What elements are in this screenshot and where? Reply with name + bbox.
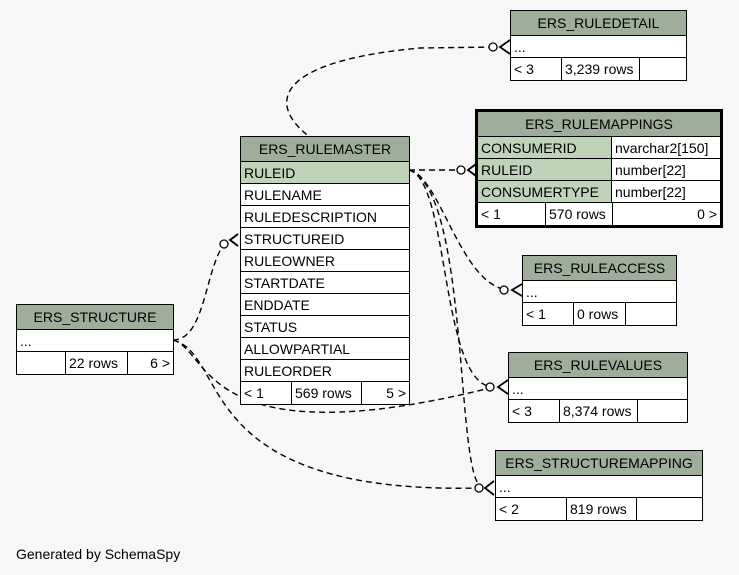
table-title: ERS_STRUCTURE — [17, 305, 173, 330]
parents-count: < 2 — [499, 501, 519, 517]
table-row: ... — [511, 36, 686, 58]
column-type: number[22] — [615, 162, 686, 178]
table-ers-ruledetail[interactable]: ERS_RULEDETAIL ... < 3 3,239 rows — [510, 10, 687, 81]
table-row: ALLOWPARTIAL — [241, 338, 409, 360]
table-footer: < 2 819 rows — [496, 498, 702, 520]
table-footer: < 1 569 rows 5 > — [241, 382, 409, 404]
table-title: ERS_RULEDETAIL — [511, 11, 686, 36]
children-count: 6 > — [127, 352, 173, 374]
column-name: CONSUMERTYPE — [478, 181, 612, 202]
row-count: 3,239 rows — [561, 58, 639, 80]
table-title: ERS_RULEACCESS — [523, 256, 676, 281]
table-footer: < 3 3,239 rows — [511, 58, 686, 80]
children-count — [625, 303, 676, 325]
generated-by-label: Generated by SchemaSpy — [16, 546, 181, 562]
column-name: CONSUMERID — [478, 137, 612, 158]
table-row: RULEID — [241, 162, 409, 184]
column-type: number[22] — [615, 184, 686, 200]
table-title: ERS_RULEVALUES — [509, 353, 687, 378]
table-title: ERS_RULEMAPPINGS — [478, 112, 720, 137]
table-footer: 22 rows 6 > — [17, 352, 173, 374]
table-row: STATUS — [241, 316, 409, 338]
table-row: ... — [496, 476, 702, 498]
rel-rulemaster-structuremapping — [408, 169, 483, 488]
table-row: RULENAME — [241, 184, 409, 206]
table-row: CONSUMERID nvarchar2[150] — [478, 137, 720, 159]
table-row: CONSUMERTYPE number[22] — [478, 181, 720, 203]
parents-count: < 3 — [512, 403, 532, 419]
rel-structure-rulemaster — [172, 243, 225, 341]
parents-count: < 3 — [514, 61, 534, 77]
children-count — [639, 58, 686, 80]
table-row: ... — [17, 330, 173, 352]
table-row: RULEID number[22] — [478, 159, 720, 181]
children-count: 5 > — [361, 382, 409, 404]
table-row: STRUCTUREID — [241, 228, 409, 250]
row-count: 8,374 rows — [559, 400, 637, 422]
table-title: ERS_STRUCTUREMAPPING — [496, 451, 702, 476]
parents-count — [17, 352, 65, 374]
table-ers-rulevalues[interactable]: ERS_RULEVALUES ... < 3 8,374 rows — [508, 352, 688, 423]
table-ers-ruleaccess[interactable]: ERS_RULEACCESS ... < 1 0 rows — [522, 255, 677, 326]
row-count: 570 rows — [545, 203, 612, 225]
children-count: 0 > — [612, 203, 720, 225]
parents-count: < 1 — [481, 206, 501, 222]
column-name: RULEID — [478, 159, 612, 180]
table-ers-structuremapping[interactable]: ERS_STRUCTUREMAPPING ... < 2 819 rows — [495, 450, 703, 521]
table-row: ... — [523, 281, 676, 303]
row-count: 0 rows — [573, 303, 625, 325]
children-count — [637, 400, 687, 422]
table-ers-rulemappings[interactable]: ERS_RULEMAPPINGS CONSUMERID nvarchar2[15… — [475, 109, 723, 228]
row-count: 569 rows — [291, 382, 361, 404]
column-type: nvarchar2[150] — [615, 140, 709, 156]
table-title: ERS_RULEMASTER — [241, 137, 409, 162]
table-footer: < 1 570 rows 0 > — [478, 203, 720, 225]
parents-count: < 1 — [526, 306, 546, 322]
table-ers-rulemaster[interactable]: ERS_RULEMASTER RULEID RULENAME RULEDESCR… — [240, 136, 410, 405]
table-row: RULEOWNER — [241, 250, 409, 272]
table-footer: < 3 8,374 rows — [509, 400, 687, 422]
children-count — [636, 498, 702, 520]
row-count: 22 rows — [65, 352, 127, 374]
table-footer: < 1 0 rows — [523, 303, 676, 325]
table-row: ... — [509, 378, 687, 400]
table-row: RULEORDER — [241, 360, 409, 382]
table-ers-structure[interactable]: ERS_STRUCTURE ... 22 rows 6 > — [16, 304, 174, 375]
parents-count: < 1 — [244, 385, 264, 401]
row-count: 819 rows — [566, 498, 636, 520]
table-row: RULEDESCRIPTION — [241, 206, 409, 228]
table-row: STARTDATE — [241, 272, 409, 294]
table-row: ENDDATE — [241, 294, 409, 316]
